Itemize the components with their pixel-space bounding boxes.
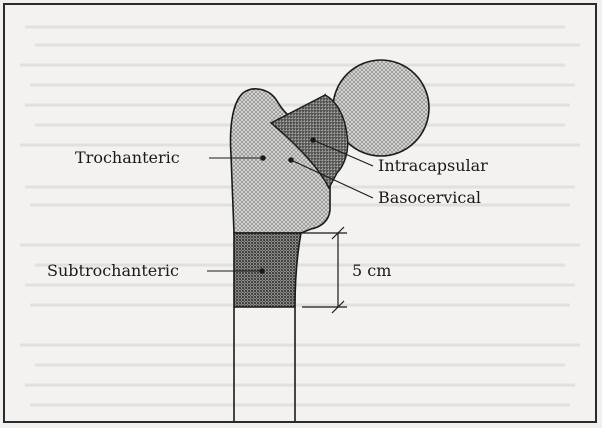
diagram-frame: Trochanteric Intracapsular Basocervical …: [3, 3, 597, 423]
measurement-marker: [302, 227, 347, 313]
femur-fracture-diagram: Trochanteric Intracapsular Basocervical …: [5, 5, 597, 423]
subtrochanteric-region: [234, 233, 301, 307]
trochanteric-label: Trochanteric: [75, 148, 180, 167]
subtrochanteric-label: Subtrochanteric: [47, 261, 179, 280]
measurement-label: 5 cm: [352, 261, 391, 280]
basocervical-label: Basocervical: [378, 188, 481, 207]
intracapsular-label: Intracapsular: [378, 156, 488, 175]
